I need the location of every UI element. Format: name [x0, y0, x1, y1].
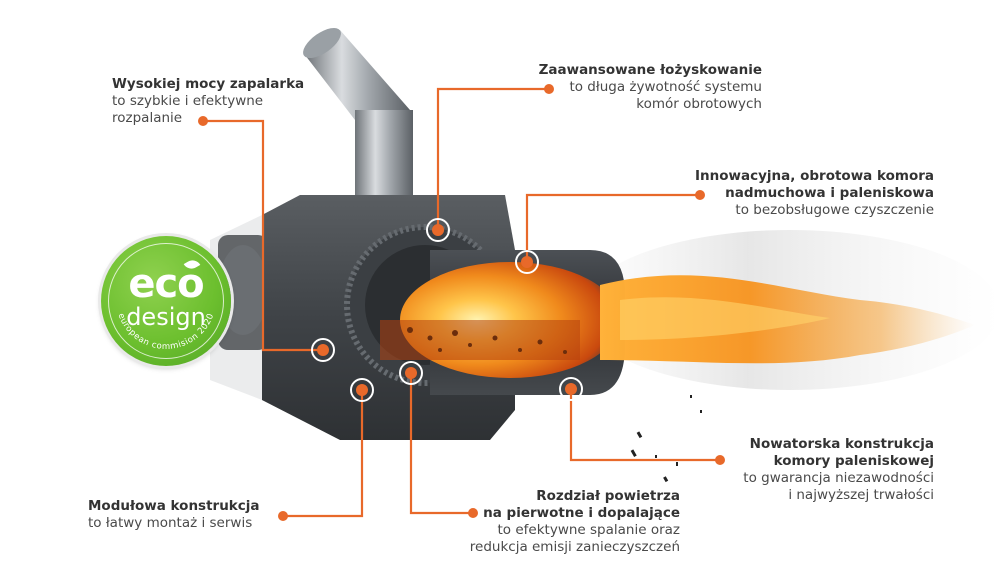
badge-design-text: design — [126, 303, 206, 331]
callout-desc: to gwarancja niezawodności — [743, 470, 934, 486]
callout-title: nadmuchowa i paleniskowa — [725, 185, 934, 201]
callout-title: Modułowa konstrukcja — [88, 498, 260, 514]
callout-title: Wysokiej mocy zapalarka — [112, 76, 305, 92]
callout-desc: komór obrotowych — [636, 96, 762, 112]
eco-design-badge: eco design european commision 2020 — [101, 236, 231, 366]
callout-desc: to długa żywotność systemu — [569, 79, 762, 95]
hotspot-markers — [311, 218, 583, 402]
callout-rotary-chamber: Innowacyjna, obrotowa komora nadmuchowa … — [695, 168, 934, 219]
callout-desc: redukcja emisji zanieczyszczeń — [469, 539, 680, 555]
callout-desc: to łatwy montaż i serwis — [88, 515, 253, 531]
callout-air-distribution: Rozdział powietrza na pierwotne i dopala… — [470, 488, 680, 556]
callout-title: Innowacyjna, obrotowa komora — [695, 168, 934, 184]
callout-desc: to efektywne spalanie oraz — [497, 522, 680, 538]
badge-ring — [108, 243, 224, 359]
badge-arc-text: european commision 2020 — [116, 312, 217, 352]
callout-desc: to bezobsługowe czyszczenie — [735, 202, 934, 218]
callout-desc: to szybkie i efektywne — [112, 93, 264, 109]
callout-modular: Modułowa konstrukcja to łatwy montaż i s… — [88, 498, 260, 532]
callout-title: Zaawansowane łożyskowanie — [538, 62, 762, 78]
callout-title: komory paleniskowej — [773, 453, 934, 469]
callout-bearings: Zaawansowane łożyskowanie to długa żywot… — [539, 62, 762, 113]
callout-desc: i najwyższej trwałości — [788, 487, 934, 503]
callout-desc: rozpalanie — [112, 110, 183, 126]
callout-title: na pierwotne i dopalające — [483, 505, 680, 521]
connector-lines — [203, 87, 720, 518]
badge-eco-text: eco — [128, 261, 204, 307]
svg-text:european commision 2020: european commision 2020 — [116, 312, 217, 352]
callout-title: Rozdział powietrza — [536, 488, 680, 504]
connector-dots — [198, 84, 725, 521]
callout-combustion-chamber: Nowatorska konstrukcja komory paleniskow… — [743, 436, 934, 504]
callout-title: Nowatorska konstrukcja — [749, 436, 934, 452]
callout-igniter: Wysokiej mocy zapalarka to szybkie i efe… — [112, 76, 304, 127]
